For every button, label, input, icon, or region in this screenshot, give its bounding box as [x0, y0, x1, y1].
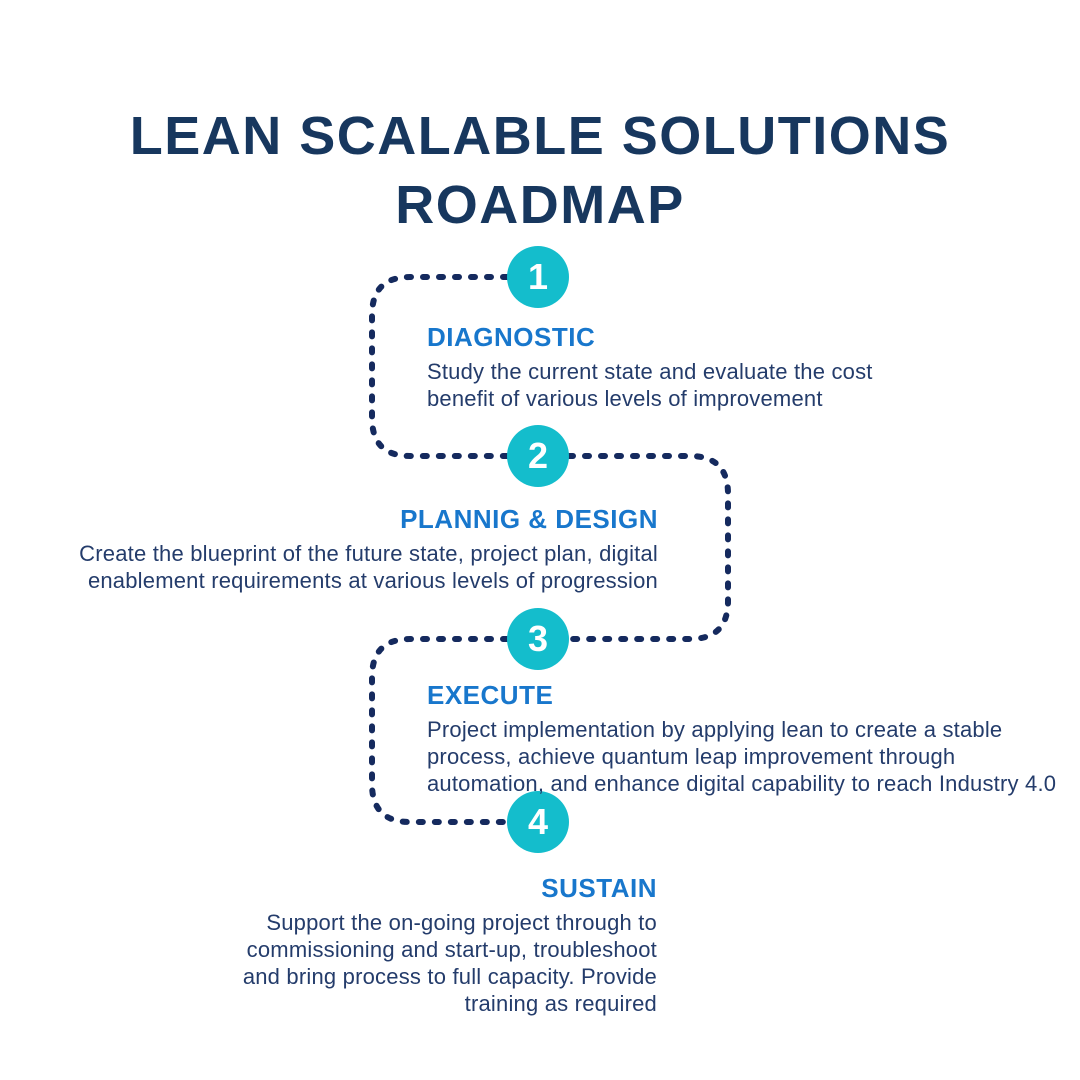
step-1-description-line-1: Study the current state and evaluate the…	[427, 359, 873, 384]
connector-step3-step4	[369, 636, 510, 825]
step-3-heading: EXECUTE	[427, 680, 554, 710]
step-3-description-line-1: Project implementation by applying lean …	[427, 717, 1003, 742]
connector-step2-step3	[566, 453, 731, 642]
step-4-description-line-4: training as required	[464, 991, 657, 1016]
step-4-node: 4	[507, 791, 569, 853]
step-4-description-line-2: commissioning and start-up, troubleshoot	[246, 937, 657, 962]
step-4-description-line-1: Support the on-going project through to	[266, 910, 657, 935]
step-3-number: 3	[527, 618, 549, 659]
step-3-block: EXECUTE Project implementation by applyi…	[427, 680, 1056, 797]
step-2-node: 2	[507, 425, 569, 487]
step-1-number: 1	[527, 256, 549, 297]
step-3-description-line-2: process, achieve quantum leap improvemen…	[427, 744, 956, 769]
step-3-description: Project implementation by applying lean …	[427, 716, 1056, 797]
step-3-description-line-3: automation, and enhance digital capabili…	[427, 771, 1057, 796]
page-title: LEAN SCALABLE SOLUTIONS ROADMAP	[0, 102, 1080, 240]
step-1-description: Study the current state and evaluate the…	[427, 358, 873, 412]
step-4-description: Support the on-going project through to …	[243, 909, 657, 1017]
page-title-line-1: LEAN SCALABLE SOLUTIONS	[129, 106, 951, 166]
step-4-block: SUSTAIN Support the on-going project thr…	[243, 873, 657, 1017]
page-title-line-2: ROADMAP	[395, 175, 685, 235]
step-3-node: 3	[507, 608, 569, 670]
connector-step1-step2	[369, 274, 510, 459]
step-1-heading: DIAGNOSTIC	[427, 322, 596, 352]
step-4-description-line-3: and bring process to full capacity. Prov…	[242, 964, 657, 989]
step-2-block: PLANNIG & DESIGN Create the blueprint of…	[79, 504, 658, 594]
step-1-description-line-2: benefit of various levels of improvement	[427, 386, 823, 411]
step-2-number: 2	[527, 435, 549, 476]
step-1-node: 1	[507, 246, 569, 308]
step-2-description-line-1: Create the blueprint of the future state…	[79, 541, 658, 566]
step-2-heading: PLANNIG & DESIGN	[400, 504, 658, 534]
step-2-description: Create the blueprint of the future state…	[79, 540, 658, 594]
step-1-block: DIAGNOSTIC Study the current state and e…	[427, 322, 873, 412]
step-4-number: 4	[527, 801, 549, 842]
step-2-description-line-2: enablement requirements at various level…	[87, 568, 658, 593]
step-4-heading: SUSTAIN	[541, 873, 657, 903]
